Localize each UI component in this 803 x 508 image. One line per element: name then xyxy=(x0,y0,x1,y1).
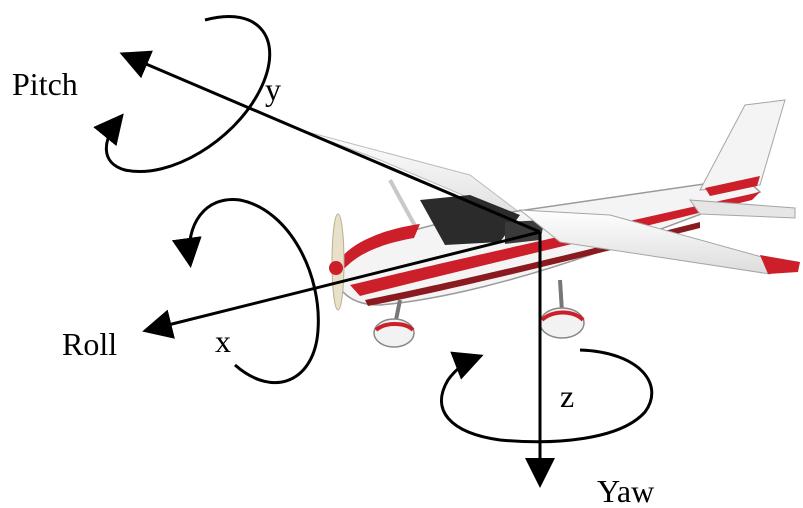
x-axis-label: x xyxy=(215,323,231,359)
y-axis-line xyxy=(125,55,540,232)
spinner xyxy=(329,261,343,275)
horizontal-stabilizer xyxy=(690,200,795,218)
airplane-illustration xyxy=(300,100,800,347)
roll-label: Roll xyxy=(62,326,117,362)
yaw-rotation-arrow xyxy=(441,350,651,442)
main-gear-strut xyxy=(560,280,562,312)
y-axis-label: y xyxy=(265,71,281,107)
pitch-rotation-arrow xyxy=(106,16,269,171)
yaw-label: Yaw xyxy=(597,473,654,508)
pitch-label: Pitch xyxy=(12,66,78,102)
z-axis-label: z xyxy=(560,378,574,414)
vertical-tail xyxy=(700,100,785,190)
